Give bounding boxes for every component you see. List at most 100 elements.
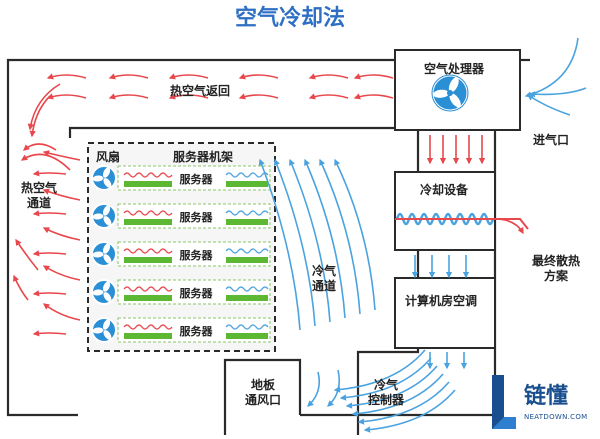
- cold-arrow: [304, 158, 346, 319]
- cold-wave: [225, 324, 269, 330]
- cold-arrow: [289, 158, 331, 323]
- server-rack-label: 服务器机架: [173, 150, 234, 164]
- server-row: 服务器: [91, 241, 271, 267]
- server-fan-icon: [91, 165, 117, 191]
- hot-air-return-label: 热空气返回: [170, 84, 231, 98]
- server-fan-icon: [91, 317, 117, 343]
- cold-arrow: [357, 381, 450, 425]
- cold-arrow: [273, 158, 316, 327]
- logo-text: 链懂: [524, 384, 569, 409]
- cold-wave: [225, 248, 269, 254]
- hot-arrow: [27, 83, 61, 131]
- cooling-equipment-label: 冷却设备: [420, 183, 469, 197]
- server-bar: [124, 219, 172, 225]
- hot-arrow: [42, 188, 81, 201]
- cold-air-controller-label: 冷气 控制器: [367, 378, 404, 407]
- cold-air-channel-label: 冷气 通道: [311, 264, 336, 293]
- cold-arrow: [526, 94, 571, 116]
- cold-arrow: [524, 37, 579, 98]
- hot-arrow: [46, 73, 87, 80]
- hot-arrow: [42, 303, 81, 321]
- server-bar: [124, 181, 172, 187]
- hot-arrow: [308, 73, 349, 80]
- cold-arrow: [327, 369, 341, 407]
- server-bar: [124, 295, 172, 301]
- server-row: 服务器: [91, 317, 271, 343]
- server-bar: [226, 219, 268, 225]
- hot-air-arrows: [13, 73, 524, 337]
- cold-arrow: [307, 371, 321, 407]
- hot-arrow: [23, 143, 57, 151]
- server-fan-icon: [91, 203, 117, 229]
- cold-arrow: [351, 373, 444, 417]
- crac-label: 计算机房空调: [405, 294, 478, 308]
- hot-arrow: [42, 150, 81, 161]
- logo-mark-icon: [492, 375, 516, 429]
- server-row: 服务器: [91, 279, 271, 305]
- server-fan-icon: [91, 279, 117, 305]
- hot-air-channel-label: 热空气 通道: [20, 181, 57, 210]
- fan-label: 风扇: [96, 150, 121, 164]
- hot-wave: [123, 286, 173, 292]
- page-title: 空气冷却法: [235, 6, 346, 31]
- server-bar: [124, 333, 172, 339]
- hot-arrow: [46, 93, 87, 100]
- hot-arrow: [108, 73, 149, 80]
- floor-duct: [223, 358, 302, 435]
- server-bar: [226, 333, 268, 339]
- cold-arrow: [363, 389, 456, 433]
- server-bar: [124, 257, 172, 263]
- logo-subtext: NEATDOWN.COM: [524, 413, 588, 421]
- server-label: 服务器: [180, 324, 214, 338]
- air-inlet-label: 进气口: [533, 133, 570, 147]
- hot-wave: [123, 172, 173, 178]
- air-handler-label: 空气处理器: [424, 62, 485, 76]
- server-bar: [226, 257, 268, 263]
- cold-wave: [225, 210, 269, 216]
- hot-arrow: [494, 218, 524, 235]
- hot-arrow: [168, 93, 209, 100]
- hot-arrow: [13, 274, 29, 301]
- server-row: 服务器: [91, 203, 271, 229]
- air-handler-fan-icon: [430, 73, 470, 113]
- server-fan-icon: [91, 241, 117, 267]
- cold-arrow: [334, 158, 376, 311]
- duct-outer: [6, 58, 395, 417]
- hot-arrow: [238, 73, 279, 80]
- hot-arrow: [168, 73, 209, 80]
- cold-air-arrows: [258, 37, 587, 433]
- hot-arrow: [308, 93, 349, 100]
- hot-arrow: [32, 170, 67, 177]
- hot-arrow: [29, 95, 51, 138]
- cold-arrow: [339, 357, 432, 401]
- cold-arrow: [333, 349, 426, 393]
- hot-arrow: [42, 265, 81, 281]
- server-label: 服务器: [180, 210, 214, 224]
- cold-arrow: [319, 158, 361, 315]
- hot-arrow: [32, 210, 67, 217]
- floor-vent-label: 地板 通风口: [244, 378, 281, 407]
- heat-exit-line: [395, 218, 529, 230]
- cold-wave: [225, 286, 269, 292]
- server-label: 服务器: [180, 286, 214, 300]
- hot-wave: [123, 210, 173, 216]
- duct-inner: [68, 126, 395, 138]
- hot-arrow: [42, 227, 81, 241]
- cold-wave: [225, 172, 269, 178]
- cold-arrow: [528, 87, 587, 98]
- server-row: 服务器: [91, 165, 271, 191]
- hot-arrow: [353, 93, 394, 100]
- hot-arrow: [108, 93, 149, 100]
- server-label: 服务器: [180, 248, 214, 262]
- server-bar: [226, 181, 268, 187]
- hot-arrow: [32, 250, 67, 257]
- neatdown-logo: 链懂 NEATDOWN.COM: [488, 371, 596, 433]
- cooling-equipment-box: [394, 171, 496, 251]
- hot-wave: [123, 324, 173, 330]
- server-label: 服务器: [180, 172, 214, 186]
- hot-arrow: [32, 290, 67, 297]
- hot-arrow: [238, 93, 279, 100]
